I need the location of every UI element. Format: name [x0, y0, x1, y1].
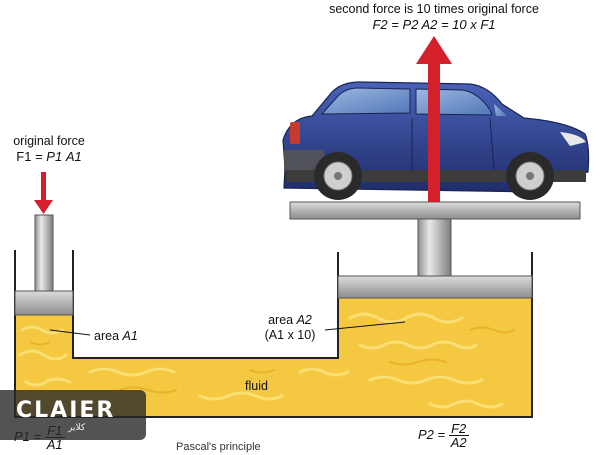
fluid-label: fluid [245, 379, 268, 393]
lift-platform [289, 201, 581, 220]
small-piston-rod [34, 214, 54, 292]
fluid-texture [18, 312, 504, 409]
second-force-label: second force is 10 times original force … [300, 2, 568, 32]
small-piston-head [14, 290, 74, 316]
down-arrow-icon [34, 172, 53, 214]
watermark-sub: كلاير [68, 422, 86, 432]
area-a1-label: area A1 [94, 329, 138, 343]
watermark-brand: CLAIER [16, 398, 116, 423]
fluid [15, 298, 532, 417]
f1-equation: F1 = P1 A1 [16, 149, 82, 164]
watermark-logo: CLAIER كلاير [0, 390, 146, 440]
fluid-shading [29, 326, 515, 394]
f2-equation: F2 = P2 A2 = 10 x F1 [372, 17, 496, 32]
leader-area-a1 [49, 329, 91, 336]
up-arrow-icon [416, 36, 452, 202]
area-a2-label: area A2 (A1 x 10) [264, 313, 316, 342]
partial-caption: Pascal's principle [176, 441, 261, 453]
large-piston-rod [417, 218, 452, 277]
large-piston-head [337, 275, 533, 299]
leader-area-a2 [324, 321, 406, 331]
original-force-label: original force F1 = P1 A1 [2, 134, 96, 164]
